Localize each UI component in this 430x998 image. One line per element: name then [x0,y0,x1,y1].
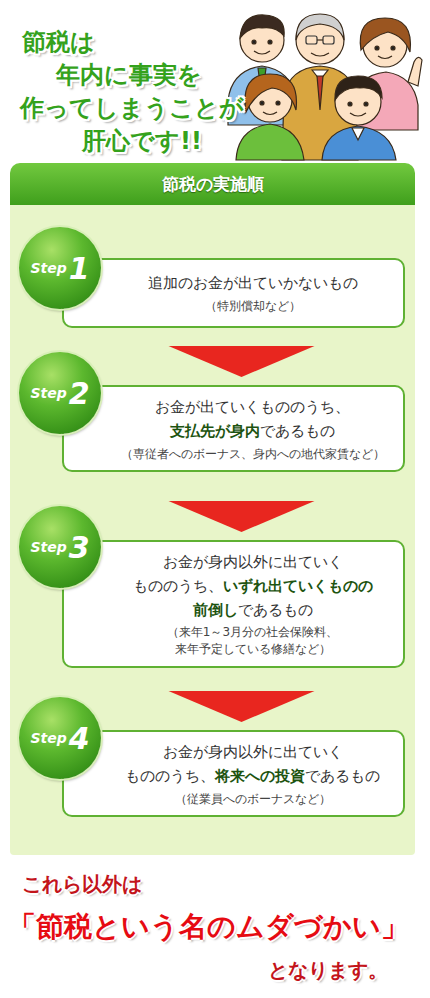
text-line: 節税は [22,26,250,59]
step-number: 2 [69,376,90,411]
text-row: お金が身内以外に出ていく もののうち、将来への投資であるもの [110,740,395,788]
text-line: （来年1～3月分の社会保険料、 [167,625,338,639]
step-box: お金が身内以外に出ていく もののうち、将来への投資であるもの （従業員へのボーナス… [62,730,405,817]
example-note: （特別償却など） [110,298,395,315]
text-line: 作ってしまうことが [20,92,250,125]
step-word: Step [30,730,66,746]
text-line: 来年予定している修繕など） [175,642,331,656]
title-block: 節税は 年内に事実を 作ってしまうことが 肝心です!! [0,26,250,158]
step-badge: Step2 [19,352,101,434]
step-badge: Step3 [19,506,101,588]
example-note: （従業員へのボーナスなど） [110,791,395,808]
text-line: 4 [69,721,90,756]
text-line: であるもの [260,422,335,440]
text-line: 支払先が身内 [170,422,260,440]
example-note: （専従者へのボーナス、身内への地代家賃など） [110,446,395,463]
step-number: 1 [69,251,90,286]
text-line: これら以外は [22,866,430,902]
text-row: （来年1～3月分の社会保険料、 来年予定している修繕など） [110,621,395,658]
step-word: Step [30,260,66,276]
step-number: 4 [69,721,90,756]
text-line: 将来への投資 [215,767,305,785]
text-line: 「節税という名のムダづかい」 [8,902,430,952]
closing-caption: これら以外は 「節税という名のムダづかい」 となります。 [0,866,430,988]
text-line: お金が身内以外に出ていく [163,743,343,761]
step-word: Step [30,385,66,401]
text-line: 前倒し [193,601,238,619]
steps-panel: 節税の実施順Step1追加のお金が出ていかないもの（特別償却など）Step2お金… [10,163,415,855]
step-arrow [169,501,315,532]
text-line: 2 [69,376,90,411]
step-word: Step [30,539,66,555]
text-row: 支払先が身内であるもの [110,419,395,443]
text-line: Step [30,539,66,555]
step-number: 3 [69,530,90,565]
text-row: 追加のお金が出ていかないもの [110,271,395,295]
text-row: （従業員へのボーナスなど） [110,788,395,808]
text-line: いずれ出ていくものの [223,577,373,595]
text-line: （専従者へのボーナス、身内への地代家賃など） [121,447,385,461]
step-description: お金が出ていくもののうち、 [155,398,350,416]
text-line: お金が出ていくもののうち、 [155,398,350,416]
text-row: （専従者へのボーナス、身内への地代家賃など） [110,443,395,463]
text-line: であるもの [238,601,313,619]
panel-heading: 節税の実施順 [162,173,264,196]
text-line: もののうち、 [133,577,223,595]
step-arrow [169,346,315,377]
text-line: Step [30,260,66,276]
example-note: （来年1～3月分の社会保険料、 来年予定している修繕など） [110,624,395,658]
step-arrow [169,691,315,722]
text-line: Step [30,385,66,401]
panel-ground [10,195,415,855]
text-line: 追加のお金が出ていかないもの [148,274,358,292]
text-line: もののうち、 [125,767,215,785]
text-line: となります。 [268,952,430,988]
text-line: （特別償却など） [205,299,301,313]
step-description: であるもの [305,767,380,785]
step-description: であるもの [238,601,313,619]
key-phrase: 支払先が身内 [170,422,260,440]
step-box: お金が身内以外に出ていく もののうち、いずれ出ていくものの 前倒しであるもの（来… [62,540,405,668]
caption-block: これら以外は 「節税という名のムダづかい」 となります。 [0,866,430,988]
text-row: お金が出ていくもののうち、 [110,395,395,419]
text-line: 節税の実施順 [162,174,264,194]
text-line: Step [30,730,66,746]
step-box: お金が出ていくもののうち、支払先が身内であるもの （専従者へのボーナス、身内への地… [62,385,405,472]
text-row: お金が身内以外に出ていく もののうち、いずれ出ていくものの 前倒しであるもの [110,550,395,621]
page-title: 節税は 年内に事実を 作ってしまうことが 肝心です!! [0,26,250,158]
step-description: 追加のお金が出ていかないもの [148,274,358,292]
people-illustration [228,14,422,160]
key-phrase: 将来への投資 [215,767,305,785]
step-description: であるもの [260,422,335,440]
text-line: 肝心です!! [82,125,250,158]
text-line: 年内に事実を [56,59,250,92]
panel-header: 節税の実施順 [10,163,415,205]
text-line: 1 [69,251,90,286]
text-line: であるもの [305,767,380,785]
text-line: お金が身内以外に出ていく [163,553,343,571]
text-line: （従業員へのボーナスなど） [175,792,331,806]
step-box: 追加のお金が出ていかないもの （特別償却など） [62,258,405,328]
text-line: 3 [69,530,90,565]
step-badge: Step1 [19,227,101,309]
step-badge: Step4 [19,697,101,779]
text-row: （特別償却など） [110,295,395,315]
